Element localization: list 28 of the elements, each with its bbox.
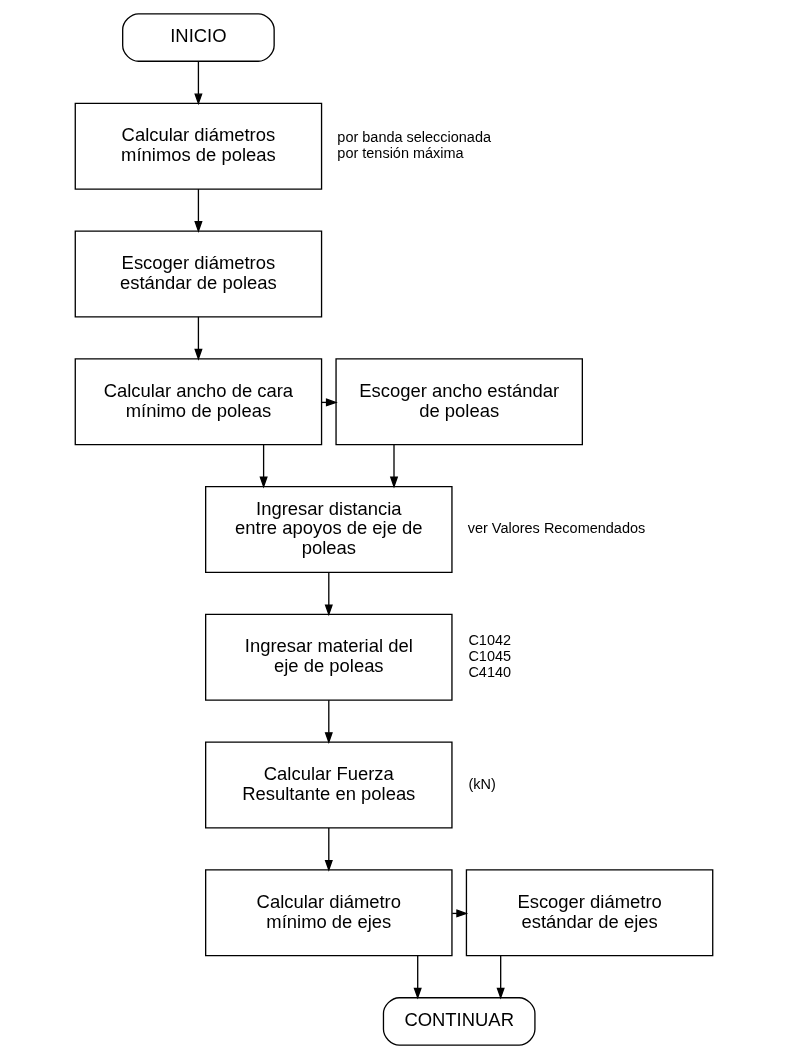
arrow: [324, 571, 333, 617]
node-box: Escoger diámetro estándar de ejes: [465, 869, 714, 957]
node-box: Calcular diámetro mínimo de ejes: [205, 869, 453, 957]
arrow: [194, 316, 203, 361]
arrow: [324, 699, 333, 744]
arrow: [413, 955, 422, 1000]
node-box: Ingresar material del eje de poleas: [205, 613, 453, 701]
node-label: C4140: [468, 663, 512, 680]
arrow: [194, 188, 203, 233]
node-label: por banda seleccionada: [337, 129, 492, 146]
node-box: Ingresar distancia entre apoyos de eje de poleas: [205, 486, 453, 573]
arrow: [194, 61, 203, 106]
node-label: por tensión máxima: [337, 144, 464, 161]
node-label: ver Valores Recomendados: [467, 520, 646, 537]
node-box: CONTINUAR: [382, 997, 536, 1046]
node-box: Escoger diámetros estándar de poleas: [74, 230, 323, 318]
arrow: [496, 955, 505, 1000]
node-label: C1042: [468, 632, 512, 649]
arrow: [324, 827, 333, 872]
arrow: [259, 443, 268, 489]
node-box: Calcular diámetros mínimos de poleas: [74, 102, 323, 190]
node-box: Escoger ancho estándar de poleas: [335, 358, 583, 446]
node-label: (kN): [468, 775, 496, 792]
node-label: C1045: [468, 647, 512, 664]
node-box: INICIO: [122, 13, 275, 62]
node-box: Calcular ancho de cara mínimo de poleas: [74, 358, 323, 446]
node-box: Calcular Fuerza Resultante en poleas: [205, 741, 453, 829]
arrow: [389, 443, 399, 489]
